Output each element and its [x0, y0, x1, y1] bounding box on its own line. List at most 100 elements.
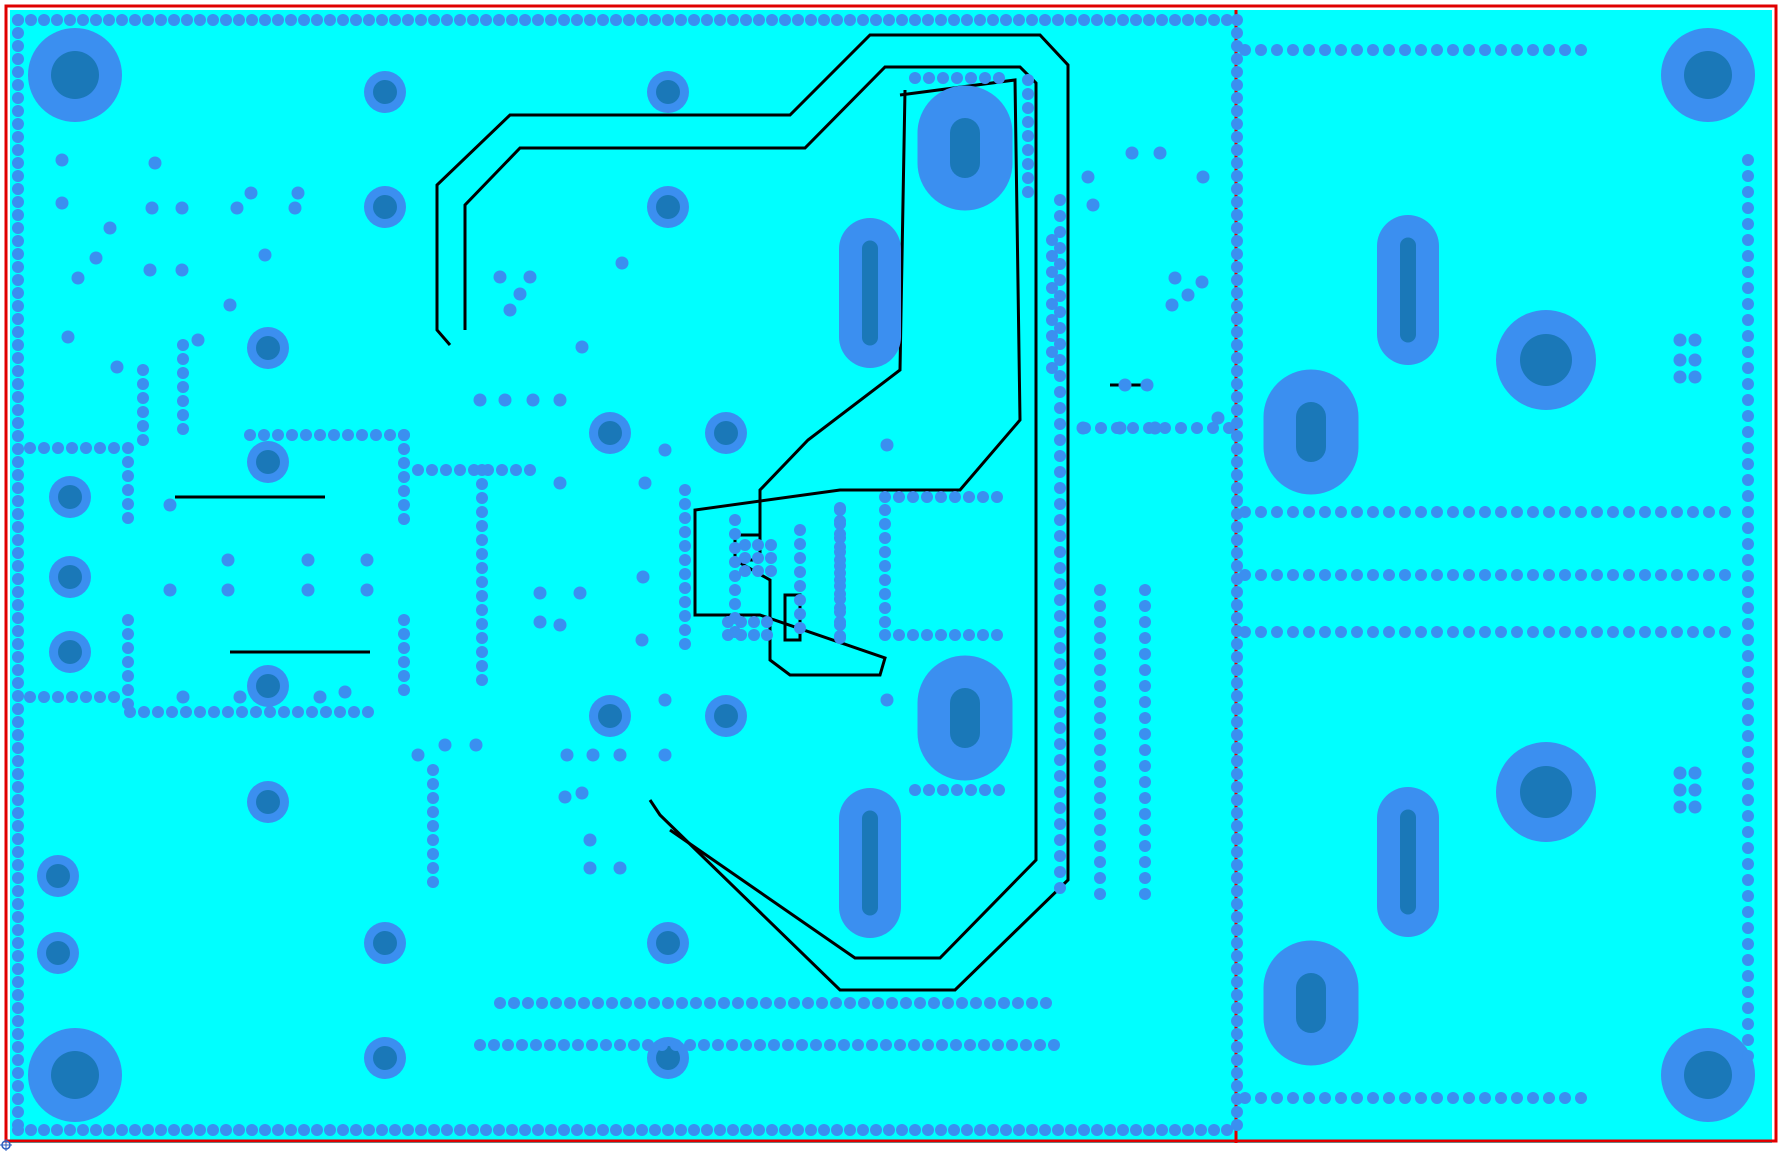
via — [1231, 534, 1243, 546]
via — [12, 508, 24, 520]
via — [1367, 44, 1379, 56]
via — [12, 495, 24, 507]
via — [1054, 434, 1066, 446]
via — [1742, 314, 1754, 326]
via — [12, 963, 24, 975]
via — [1231, 339, 1243, 351]
via — [1742, 762, 1754, 774]
via — [1094, 584, 1106, 596]
via — [870, 14, 882, 26]
via — [1287, 569, 1299, 581]
via — [1054, 338, 1066, 350]
via — [1054, 242, 1066, 254]
via — [1231, 599, 1243, 611]
via — [1231, 118, 1243, 130]
via — [137, 392, 149, 404]
via — [1719, 569, 1731, 581]
via — [208, 706, 220, 718]
via — [1231, 820, 1243, 832]
via — [1742, 394, 1754, 406]
via — [122, 442, 134, 454]
via — [356, 429, 368, 441]
via — [909, 1124, 921, 1136]
via — [679, 554, 691, 566]
via — [834, 580, 846, 592]
via — [177, 381, 189, 393]
via — [1742, 346, 1754, 358]
via — [1046, 346, 1058, 358]
via — [1231, 859, 1243, 871]
via — [398, 485, 410, 497]
via — [684, 1039, 696, 1051]
via — [298, 1124, 310, 1136]
via — [137, 378, 149, 390]
via — [233, 690, 247, 704]
via — [740, 1039, 752, 1051]
via — [830, 997, 842, 1009]
via — [1742, 218, 1754, 230]
via — [896, 1124, 908, 1136]
via — [753, 1124, 765, 1136]
via — [1431, 626, 1443, 638]
round-pad-drill — [714, 421, 738, 445]
via — [1054, 226, 1066, 238]
via — [1655, 506, 1667, 518]
via — [592, 997, 604, 1009]
via — [80, 442, 92, 454]
via — [662, 997, 674, 1009]
via — [526, 393, 540, 407]
oblong-pad-drill — [950, 118, 980, 178]
via — [1303, 1092, 1315, 1104]
via — [1054, 530, 1066, 542]
via — [1742, 698, 1754, 710]
via — [1688, 800, 1702, 814]
via — [1559, 569, 1571, 581]
via — [1742, 938, 1754, 950]
via — [12, 287, 24, 299]
via — [1447, 1092, 1459, 1104]
via — [583, 833, 597, 847]
via — [718, 997, 730, 1009]
via — [675, 14, 687, 26]
via — [530, 1039, 542, 1051]
via — [1052, 14, 1064, 26]
via — [907, 491, 919, 503]
via — [12, 326, 24, 338]
via — [1415, 44, 1427, 56]
via — [360, 583, 374, 597]
via — [1431, 506, 1443, 518]
via — [1054, 594, 1066, 606]
via — [259, 14, 271, 26]
via — [679, 638, 691, 650]
via — [964, 1039, 976, 1051]
via — [679, 526, 691, 538]
via — [177, 423, 189, 435]
via — [1231, 1028, 1243, 1040]
via — [1742, 170, 1754, 182]
via — [476, 492, 488, 504]
via — [51, 1124, 63, 1136]
via — [739, 565, 751, 577]
via — [122, 470, 134, 482]
via — [1231, 170, 1243, 182]
via — [1039, 14, 1051, 26]
via — [342, 429, 354, 441]
via — [12, 716, 24, 728]
via — [122, 670, 134, 682]
via — [1742, 858, 1754, 870]
via — [137, 420, 149, 432]
via — [1742, 202, 1754, 214]
via — [1139, 616, 1151, 628]
via — [879, 504, 891, 516]
via — [1231, 430, 1243, 442]
via — [1231, 131, 1243, 143]
via — [389, 1124, 401, 1136]
via — [476, 660, 488, 672]
via — [90, 1124, 102, 1136]
via — [25, 1124, 37, 1136]
via — [64, 1124, 76, 1136]
via — [473, 393, 487, 407]
via — [1303, 569, 1315, 581]
via — [12, 612, 24, 624]
via — [1271, 1092, 1283, 1104]
